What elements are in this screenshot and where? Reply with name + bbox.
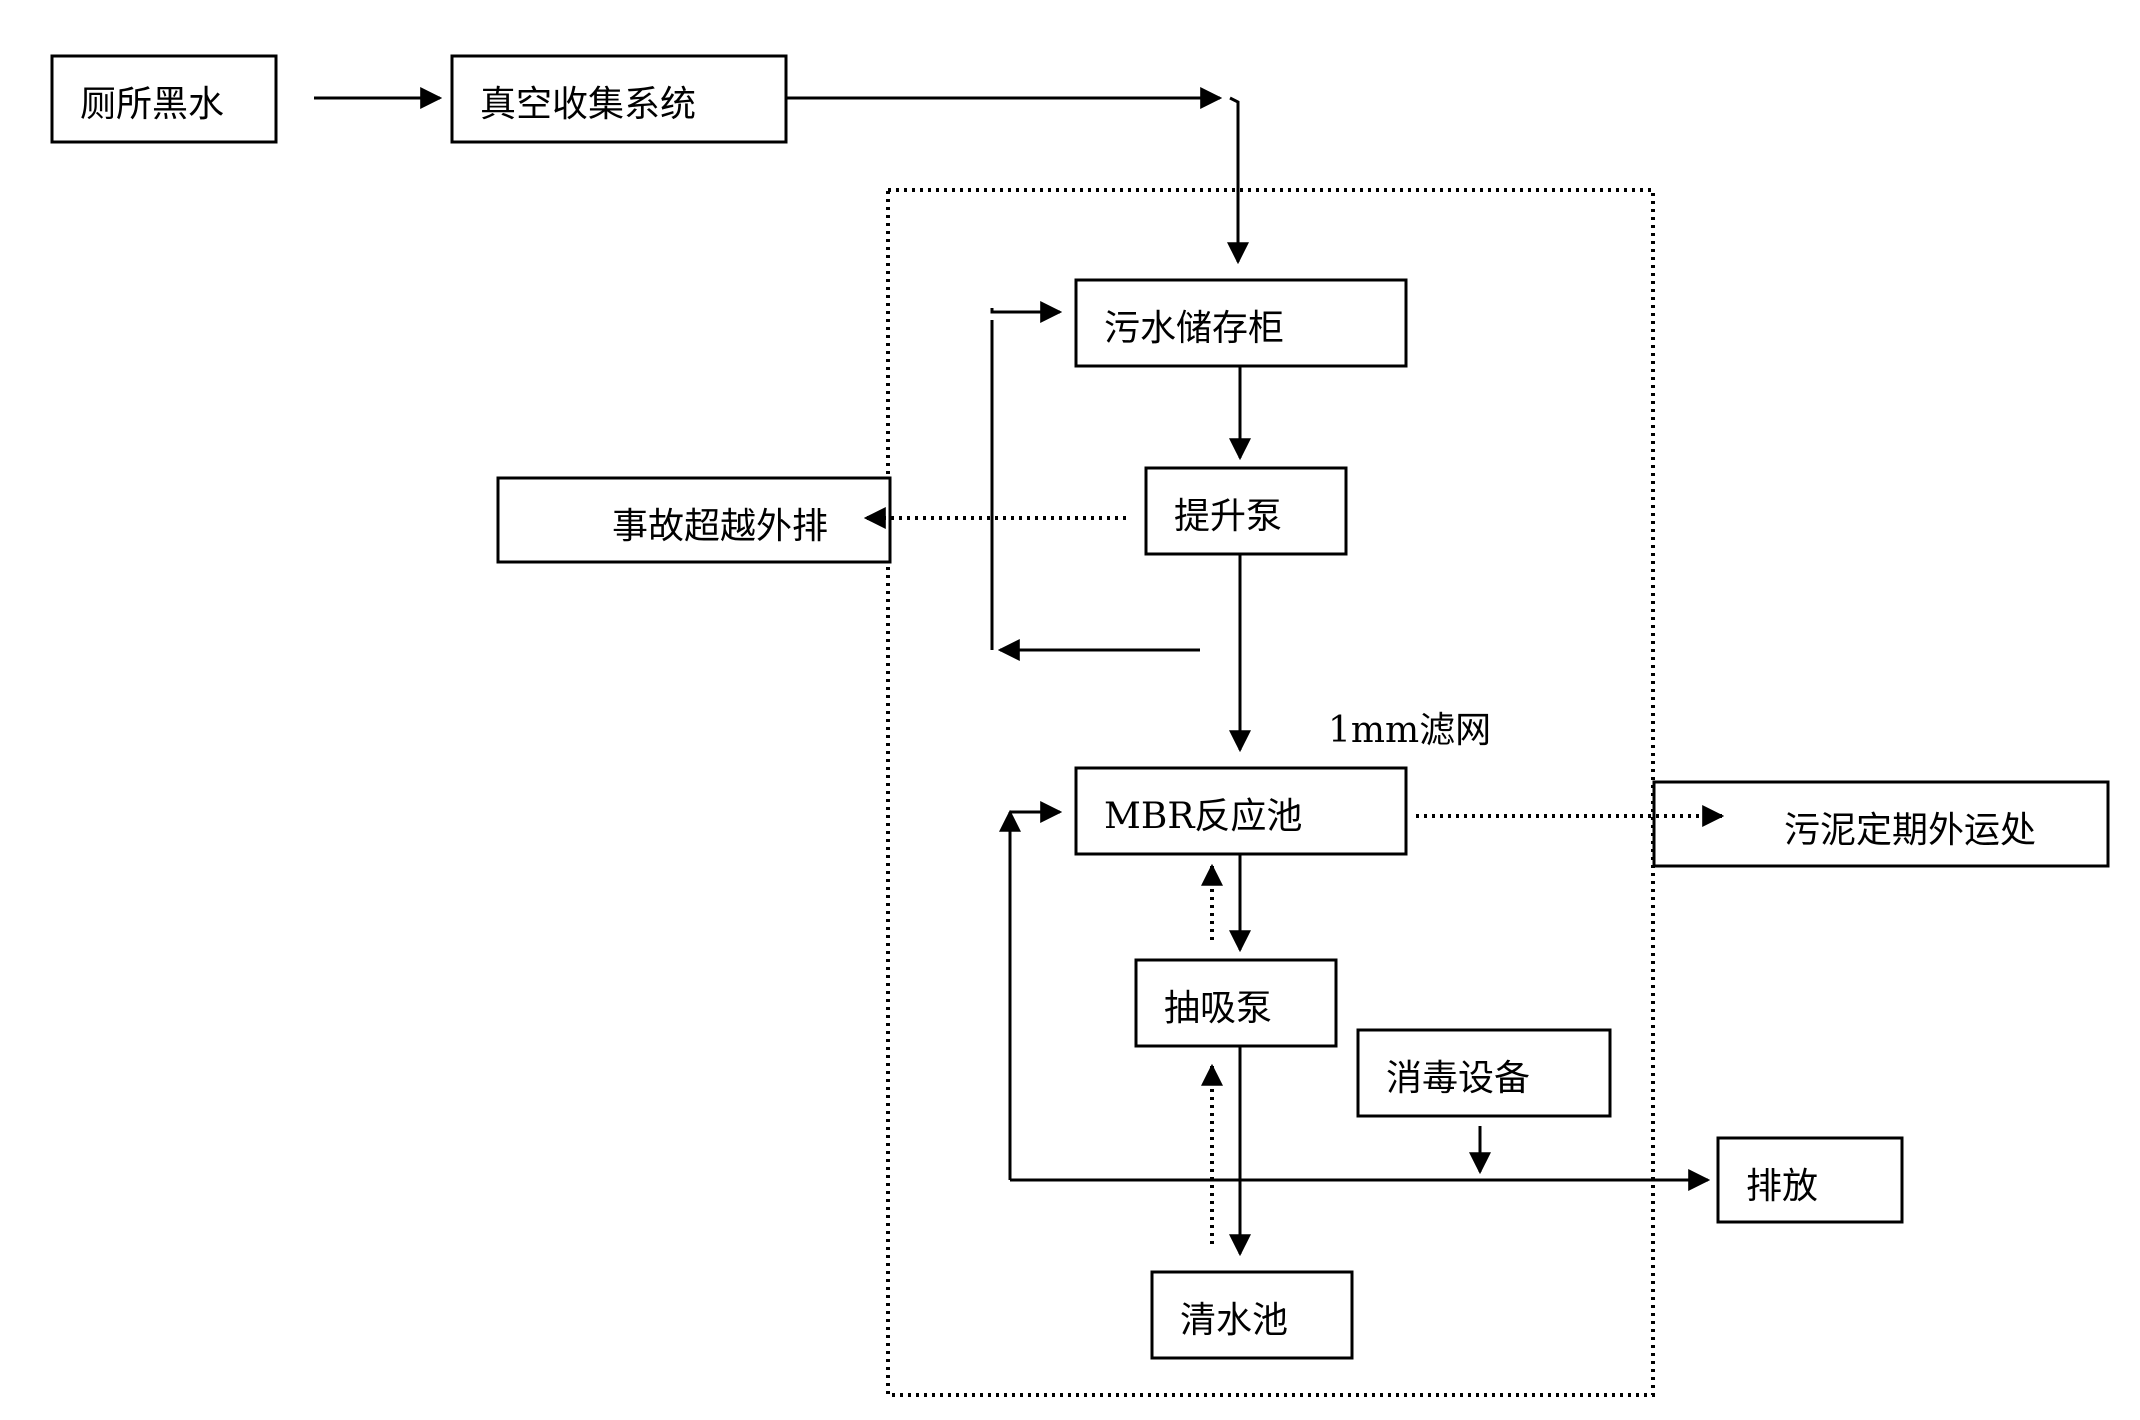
node-suction-pump: 抽吸泵 [1134, 958, 1338, 1048]
node-discharge: 排放 [1716, 1136, 1904, 1224]
arrow-vacuum-down-to-storage [1227, 96, 1249, 265]
node-suction-pump-label: 抽吸泵 [1164, 988, 1272, 1029]
node-discharge-label: 排放 [1746, 1166, 1818, 1207]
node-toilet-blackwater: 厕所黑水 [50, 54, 278, 144]
node-sludge-disposal-label: 污泥定期外运处 [1784, 810, 2036, 851]
node-vacuum-collection: 真空收集系统 [450, 54, 788, 144]
node-sewage-storage-label: 污水储存柜 [1104, 308, 1284, 349]
node-emergency-bypass: 事故超越外排 [496, 476, 892, 564]
node-mbr-reactor-label: MBR反应池 [1104, 796, 1302, 837]
node-disinfection: 消毒设备 [1356, 1028, 1612, 1118]
filter-screen-label: 1mm滤网 [1328, 710, 1491, 751]
node-mbr-reactor: MBR反应池 [1074, 766, 1408, 856]
node-clear-water-tank: 清水池 [1150, 1270, 1354, 1360]
node-toilet-blackwater-label: 厕所黑水 [80, 84, 224, 125]
node-vacuum-collection-label: 真空收集系统 [480, 84, 696, 125]
node-emergency-bypass-label: 事故超越外排 [612, 506, 828, 547]
node-sewage-storage: 污水储存柜 [1074, 278, 1408, 368]
arrow-return-to-storage-top [990, 301, 1063, 323]
node-clear-water-tank-label: 清水池 [1180, 1300, 1288, 1341]
node-lift-pump: 提升泵 [1144, 466, 1348, 556]
node-lift-pump-label: 提升泵 [1174, 496, 1282, 537]
node-disinfection-label: 消毒设备 [1386, 1058, 1530, 1099]
node-sludge-disposal: 污泥定期外运处 [1652, 780, 2110, 868]
treatment-unit-boundary [886, 188, 1655, 1397]
